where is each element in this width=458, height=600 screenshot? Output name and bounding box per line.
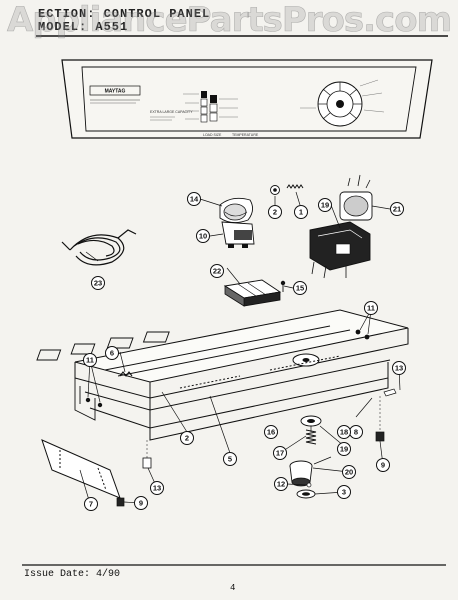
svg-text:23: 23: [94, 279, 102, 288]
part-15-screw: [280, 280, 286, 292]
callout-21: 21: [390, 202, 404, 216]
callout-2: 2: [180, 431, 194, 445]
part-19-timer: [309, 221, 371, 279]
part-11-screws-left: [85, 397, 103, 408]
svg-text:6: 6: [110, 349, 114, 358]
callout-15: 15: [293, 281, 307, 295]
svg-text:13: 13: [153, 484, 161, 493]
part-11-screws-right: [355, 329, 370, 340]
callout-11-right: 11: [364, 301, 378, 315]
part-18-bearing: [300, 415, 322, 427]
svg-text:14: 14: [190, 195, 199, 204]
svg-text:22: 22: [213, 267, 221, 276]
part-20-knob-skirt: [289, 460, 313, 487]
section-title: ECTION: CONTROL PANEL: [38, 7, 211, 21]
svg-text:18: 18: [340, 428, 348, 437]
part-13-clip-right: [383, 388, 397, 397]
part-10-switch-housing: [221, 221, 255, 248]
part-17-spring: [305, 429, 317, 445]
chassis-end-bracket: [74, 378, 96, 421]
brand-name: MAYTAG: [105, 89, 126, 95]
control-panel-face: MAYTAG EXTRA LARGE CAPACITY: [61, 59, 433, 139]
callout-18: 18: [337, 425, 351, 439]
callout-11-left: 11: [83, 353, 97, 367]
svg-text:17: 17: [276, 449, 284, 458]
svg-text:16: 16: [267, 428, 275, 437]
callout-7: 7: [84, 497, 98, 511]
page-number: 4: [230, 583, 236, 593]
svg-text:20: 20: [345, 468, 353, 477]
svg-text:2: 2: [185, 434, 189, 443]
callout-23: 23: [91, 276, 105, 290]
part-3-knob-insert: [296, 489, 316, 499]
brand-plate: [89, 85, 141, 96]
svg-text:3: 3: [342, 488, 346, 497]
callout-1: 1: [294, 205, 308, 219]
svg-text:5: 5: [228, 455, 232, 464]
part-14-knob: [219, 197, 253, 223]
callout-22: 22: [210, 264, 224, 278]
svg-text:8: 8: [354, 428, 358, 437]
callout-10: 10: [196, 229, 210, 243]
svg-text:19: 19: [321, 201, 329, 210]
svg-text:15: 15: [296, 284, 304, 293]
svg-text:2: 2: [273, 208, 277, 217]
svg-text:9: 9: [139, 499, 143, 508]
temperature-switch[interactable]: [209, 95, 238, 122]
callout-9-right: 9: [376, 458, 390, 472]
svg-text:21: 21: [393, 205, 401, 214]
load-size-switch[interactable]: [183, 91, 208, 123]
callout-20: 20: [342, 465, 356, 479]
svg-text:7: 7: [89, 500, 93, 509]
callout-19-top: 19: [318, 198, 332, 212]
capacity-label: EXTRA LARGE CAPACITY: [150, 110, 193, 114]
svg-text:19: 19: [340, 445, 348, 454]
part-21-timer-motor: [339, 174, 373, 221]
callout-4: 2: [268, 205, 282, 219]
callout-19-bottom: 19: [337, 442, 351, 456]
console-chassis: [36, 309, 409, 441]
part-4-nut: [270, 185, 280, 195]
svg-text:9: 9: [381, 461, 385, 470]
callout-3: 3: [337, 485, 351, 499]
callout-5: 5: [223, 452, 237, 466]
svg-text:10: 10: [199, 232, 207, 241]
part-1-spring: [286, 184, 304, 189]
part-9-clip-left: [116, 497, 125, 507]
issue-date: Issue Date: 4/90: [24, 569, 121, 580]
svg-text:1: 1: [299, 208, 303, 217]
part-7-bracket: [41, 439, 121, 499]
part-13-clip-left: [142, 440, 152, 469]
part-12-washer: [306, 482, 312, 488]
model-number: MODEL: A551: [38, 20, 129, 34]
callout-14: 14: [187, 192, 201, 206]
load-size-label: LOAD SIZE: [203, 133, 222, 137]
callout-13-left: 13: [150, 481, 164, 495]
callout-17: 17: [273, 446, 287, 460]
callout-16: 16: [264, 425, 278, 439]
svg-text:11: 11: [86, 356, 94, 365]
callout-12: 12: [274, 477, 288, 491]
svg-text:13: 13: [395, 364, 403, 373]
svg-text:11: 11: [367, 304, 375, 313]
part-23-wire-harness: [61, 229, 137, 266]
part-22-rocker-switch: [223, 279, 282, 307]
section-header: ECTION: CONTROL PANEL MODEL: A551: [38, 8, 210, 34]
timer-dial[interactable]: [300, 79, 385, 127]
part-6-clip: [119, 371, 133, 377]
callout-6: 6: [105, 346, 119, 360]
callout-8: 8: [349, 425, 363, 439]
callout-9-left: 9: [134, 496, 148, 510]
part-9-clip-right: [375, 396, 385, 442]
temperature-label: TEMPERATURE: [232, 133, 259, 137]
svg-text:12: 12: [277, 480, 285, 489]
callout-13-right: 13: [392, 361, 406, 375]
